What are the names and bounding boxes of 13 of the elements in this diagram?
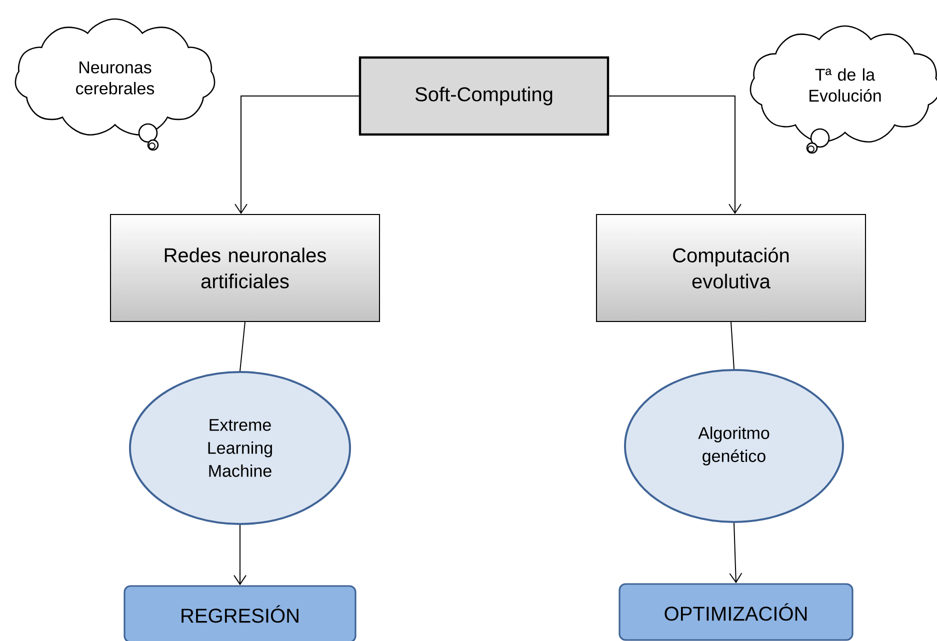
- thought-cloud: Neuronas cerebrales: [14, 18, 216, 151]
- arrow: [234, 524, 246, 586]
- process-box: Soft-Computing: [358, 56, 610, 136]
- connector-line: [730, 322, 734, 370]
- thought-cloud: Tª de la Evolución: [750, 25, 937, 154]
- arrow: [608, 96, 742, 214]
- process-box: Redes neuronales artificiales: [110, 214, 380, 322]
- connector-line: [240, 322, 246, 372]
- result-box: REGRESIÓN: [124, 585, 356, 641]
- result-box: OPTIMIZACIÓN: [618, 583, 854, 641]
- process-box: Computación evolutiva: [596, 214, 866, 322]
- arrow: [729, 522, 742, 584]
- arrow: [234, 96, 360, 214]
